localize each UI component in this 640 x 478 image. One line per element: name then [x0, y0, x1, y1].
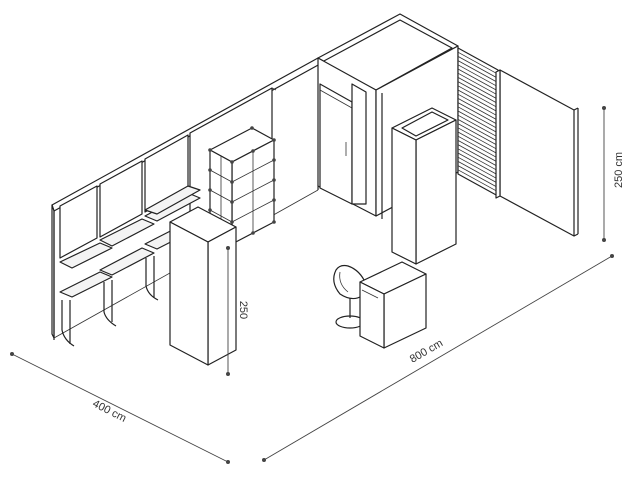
dimension-height [602, 106, 606, 242]
slatted-wall [457, 47, 499, 197]
dimension-depth [10, 352, 230, 464]
counter [359, 261, 427, 349]
slat-line [457, 51, 499, 75]
slat-line [457, 85, 499, 109]
slat-line [457, 106, 499, 130]
slat-line [457, 60, 499, 83]
storage-door [319, 83, 353, 205]
slat-line [457, 64, 499, 88]
slat-line [457, 140, 499, 163]
slat-line [457, 110, 499, 134]
slat-line [457, 144, 499, 167]
slat-line [457, 93, 499, 117]
slat-line [457, 131, 499, 155]
slat-line [457, 127, 499, 151]
slat-line [457, 81, 499, 104]
slat-line [457, 123, 499, 146]
slat-line [457, 135, 499, 159]
dimension-width [262, 254, 614, 462]
slat-line [457, 152, 499, 176]
slat-line [457, 148, 499, 172]
height-label: 250 cm [613, 152, 625, 188]
dimension-tower-height [226, 246, 230, 376]
slat-line [457, 165, 499, 188]
slat-line [457, 114, 499, 138]
slat-line [457, 169, 499, 193]
slat-line [457, 119, 499, 142]
slat-line [457, 161, 499, 184]
slat-line [457, 156, 499, 180]
slat-line [457, 72, 499, 96]
depth-label: 400 cm [91, 398, 129, 425]
tower-display-left [169, 206, 237, 366]
slat-line [457, 89, 499, 113]
right-wall [495, 69, 579, 237]
tower-display-right [391, 107, 457, 265]
tower-height-label: 250 [237, 301, 249, 319]
slat-line [457, 77, 499, 100]
slat-line [457, 98, 499, 121]
slat-line [457, 102, 499, 125]
slat-line [457, 68, 499, 92]
slat-line [457, 56, 499, 79]
width-label: 800 cm [408, 337, 445, 365]
left-wall [51, 57, 321, 340]
